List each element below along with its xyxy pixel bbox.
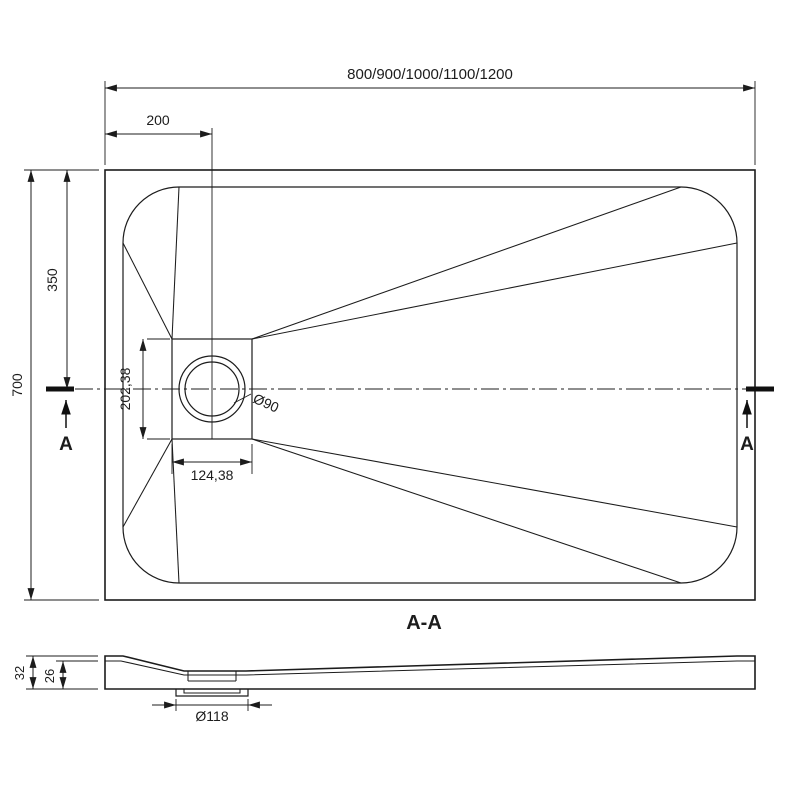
overall-height-label: 700 — [9, 373, 25, 397]
section-inner-surface-line — [105, 660, 755, 676]
slope-fold-lines — [122, 186, 738, 584]
recess-height-label: 202,38 — [117, 367, 133, 410]
tray-inner-rounded-rect — [122, 186, 738, 584]
recess-width-label: 124,38 — [191, 467, 234, 483]
tray-outline — [104, 169, 756, 601]
drain-hole-label: Ø118 — [195, 708, 228, 724]
drain-offset-y-label: 350 — [44, 268, 60, 292]
section-total-height-label: 32 — [12, 666, 27, 680]
section-inner-depth-label: 26 — [42, 669, 57, 683]
dimension-drain-offset-x: 200 — [105, 112, 212, 138]
dimension-recess-height: 202,38 — [117, 338, 170, 440]
tray-outer-rect — [104, 169, 756, 601]
section-outer-profile — [104, 655, 756, 690]
section-title: A-A — [406, 612, 442, 634]
overall-width-label: 800/900/1000/1100/1200 — [347, 66, 513, 83]
section-profile — [104, 655, 756, 697]
dimension-section-total-height: 32 — [12, 655, 98, 690]
dimension-drain-diameter: Ø90 — [233, 390, 282, 416]
dimension-drain-offset-y: 350 — [44, 170, 71, 389]
section-drain-flange-inner — [183, 689, 241, 694]
dimension-drain-hole: Ø118 — [152, 699, 272, 724]
section-drain-flange — [175, 689, 249, 697]
section-marker-right: A — [740, 386, 774, 455]
section-marker-left: A — [46, 386, 74, 455]
dimension-overall-width: 800/900/1000/1100/1200 — [104, 66, 756, 165]
section-letter-right: A — [740, 434, 754, 455]
dimension-overall-height: 700 — [9, 169, 99, 601]
drain-offset-x-label: 200 — [146, 112, 170, 128]
dimension-section-inner-depth: 26 — [42, 660, 98, 689]
drain-diameter-label: Ø90 — [251, 390, 282, 415]
dimension-recess-width: 124,38 — [171, 444, 253, 483]
section-letter-left: A — [59, 434, 73, 455]
